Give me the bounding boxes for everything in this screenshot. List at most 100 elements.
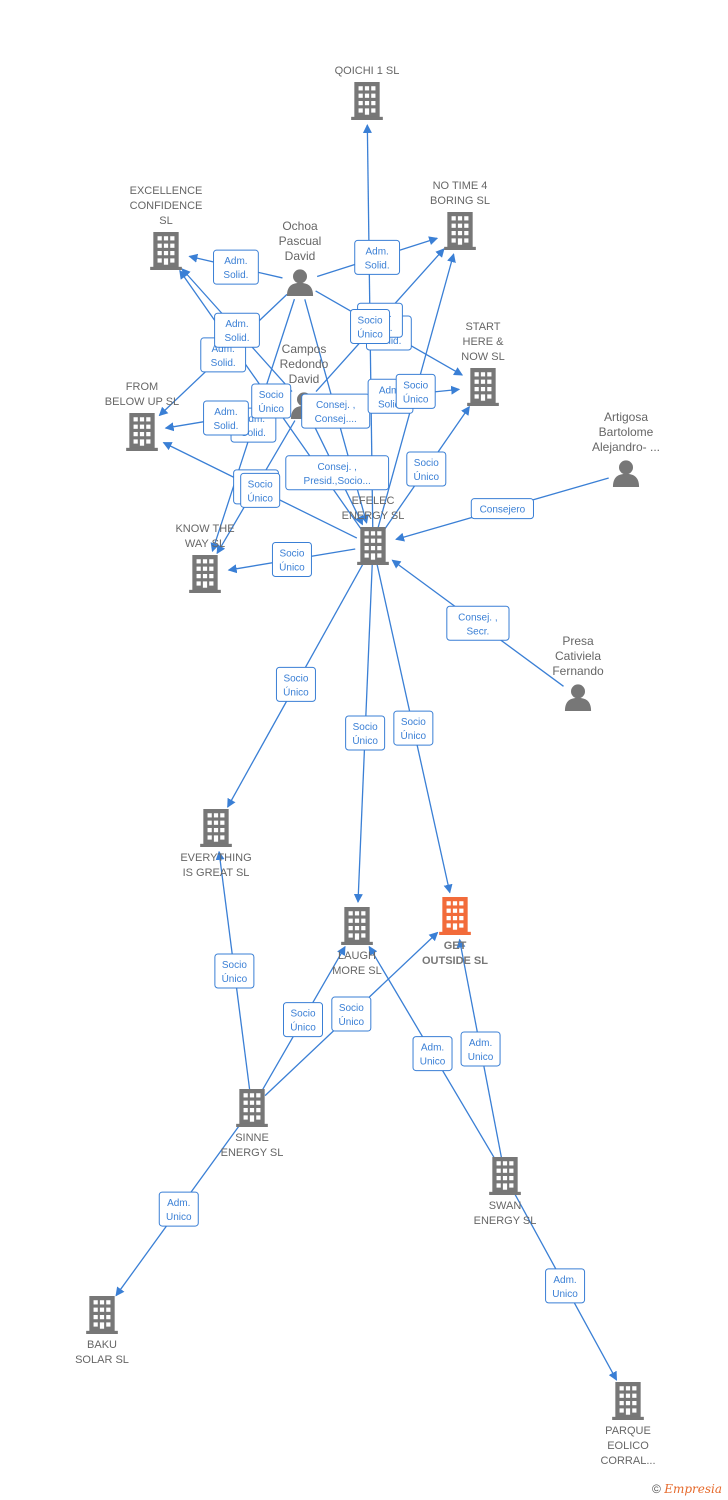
relationship-label-text: Solid. — [223, 270, 248, 281]
node-artigosa[interactable]: ArtigosaBartolomeAlejandro- ... — [592, 410, 660, 487]
node-label: BELOW UP SL — [105, 396, 179, 408]
person-icon — [286, 269, 314, 296]
node-label: EFELEC — [352, 495, 395, 507]
node-laugh[interactable]: LAUGH MORE SL — [332, 907, 382, 977]
node-label: START — [465, 321, 500, 333]
relationship-label-box — [395, 373, 436, 409]
copyright-symbol: © — [652, 1482, 661, 1496]
relationship-label-box — [240, 472, 281, 508]
node-label: SWAN — [489, 1200, 522, 1212]
relationship-label-text: Solid. — [241, 428, 266, 439]
node-label: BAKU — [87, 1339, 117, 1351]
relationship-label-text: Socio — [339, 1003, 364, 1014]
node-label: BORING SL — [430, 195, 490, 207]
building-icon — [467, 368, 499, 406]
relationship-label[interactable]: Adm.Unico — [158, 1191, 199, 1227]
node-label: KNOW THE — [175, 523, 234, 535]
building-icon — [444, 212, 476, 250]
relationship-label[interactable]: Consej. ,Secr. — [446, 605, 510, 641]
relationship-label[interactable]: Consej. ,Presid.,Socio... — [285, 455, 390, 491]
footer-credit: © Empresia — [652, 1482, 722, 1496]
relationship-label-text: Consej. , — [316, 400, 355, 411]
relationship-label-text: Socio — [403, 380, 428, 391]
relationship-label-text: Único — [283, 685, 309, 698]
node-label: GET — [444, 940, 467, 952]
relationship-label[interactable]: Adm.Solid. — [203, 400, 249, 436]
node-qoichi[interactable]: QOICHI 1 SL — [335, 65, 400, 120]
relationship-label-text: Adm. — [421, 1043, 444, 1054]
relationship-label[interactable]: Adm.Solid. — [354, 239, 401, 275]
node-label: Pascual — [279, 234, 322, 248]
building-icon — [357, 527, 389, 565]
relationship-label-text: Consej. , — [317, 462, 356, 473]
relationship-label-text: Único — [339, 1015, 365, 1028]
relationship-label-text: Consej.... — [315, 414, 357, 425]
relationship-label-box — [285, 455, 390, 491]
relationship-label-text: Único — [290, 1021, 316, 1034]
building-icon — [126, 413, 158, 451]
relationship-label-text: Único — [403, 392, 429, 405]
relationship-label-text: Adm. — [224, 256, 247, 267]
relationship-label[interactable]: Adm.Unico — [460, 1031, 501, 1067]
brand-logo[interactable]: Empresia — [664, 1482, 722, 1496]
relationship-label[interactable]: Adm.Unico — [545, 1268, 586, 1304]
relationship-label-box — [545, 1268, 586, 1304]
node-label: CORRAL... — [600, 1455, 655, 1467]
person-icon — [612, 460, 640, 487]
relationship-label-box — [345, 715, 386, 751]
node-parque[interactable]: PARQUEEOLICOCORRAL... — [600, 1382, 656, 1467]
node-label: LAUGH — [338, 950, 376, 962]
building-icon — [439, 897, 471, 935]
node-label: MORE SL — [332, 965, 382, 977]
node-label: Artigosa — [604, 410, 648, 424]
relationship-label-text: Unico — [552, 1289, 578, 1300]
node-label: David — [285, 249, 316, 263]
node-label: SINNE — [235, 1132, 269, 1144]
relationship-label-text: Único — [279, 561, 305, 574]
relationship-label[interactable]: Adm.Unico — [412, 1036, 453, 1072]
building-icon — [200, 809, 232, 847]
relationship-label-text: Socio — [222, 960, 247, 971]
relationship-label[interactable]: Consejero — [470, 498, 534, 520]
relationship-label[interactable]: Adm.Solid. — [214, 312, 260, 348]
building-icon — [189, 555, 221, 593]
relationship-label-text: Adm. — [212, 344, 235, 355]
relationship-label-text: Unico — [468, 1052, 494, 1063]
building-icon — [236, 1089, 268, 1127]
node-label: Redondo — [280, 357, 329, 371]
relationship-label[interactable]: Adm. Solid. — [213, 249, 259, 285]
relationship-label-box — [213, 249, 259, 285]
relationship-label-text: Consejero — [480, 505, 526, 516]
building-icon — [150, 232, 182, 270]
relationship-label-text: Solid. — [224, 333, 249, 344]
relationship-label[interactable]: Consej. , Consej.... — [301, 393, 371, 429]
building-icon — [612, 1382, 644, 1420]
